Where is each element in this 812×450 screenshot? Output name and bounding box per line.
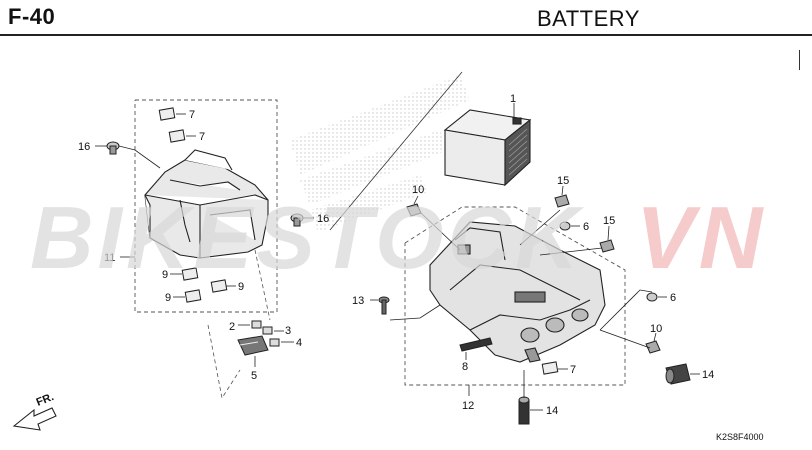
pad-9b	[184, 289, 202, 303]
grommet-16b	[290, 213, 304, 227]
tray-group-box	[404, 206, 626, 386]
callout-4: 4	[296, 337, 302, 349]
callout-7c: 7	[570, 364, 576, 376]
grommet-6a	[559, 221, 571, 231]
front-arrow	[12, 407, 57, 431]
callout-7b: 7	[199, 131, 205, 143]
callout-1: 1	[510, 93, 516, 105]
pad-7a	[158, 107, 176, 121]
callout-11: 11	[104, 252, 115, 264]
nut-10a	[406, 203, 422, 217]
pad-7b	[168, 129, 186, 143]
callout-12: 12	[462, 400, 474, 412]
callout-13: 13	[352, 295, 364, 307]
callout-15b: 15	[603, 215, 615, 227]
callout-16a: 16	[78, 141, 90, 153]
callout-10a: 10	[412, 184, 424, 196]
callout-5: 5	[251, 370, 257, 382]
terminal-parts	[237, 320, 280, 356]
rubber-strip	[459, 337, 493, 352]
band-14a	[665, 363, 691, 385]
tray-leaders	[519, 209, 653, 349]
callout-7a: 7	[189, 109, 195, 121]
pad-9c	[210, 279, 228, 293]
grommet-6b	[646, 292, 658, 302]
band-14b	[518, 396, 530, 425]
reference-code: K2S8F4000	[716, 432, 764, 442]
callout-6a: 6	[583, 221, 589, 233]
callout-14a: 14	[702, 369, 714, 381]
pad-7c	[541, 361, 559, 375]
callout-16b: 16	[317, 213, 329, 225]
callout-10b: 10	[650, 323, 662, 335]
screw-13	[378, 296, 390, 315]
clip-15a	[554, 194, 570, 208]
callout-14b: 14	[546, 405, 558, 417]
callout-2: 2	[229, 321, 235, 333]
callout-6b: 6	[670, 292, 676, 304]
callout-9b: 9	[165, 292, 171, 304]
terminal-dashed-leaders	[207, 249, 271, 400]
header-divider	[0, 34, 812, 36]
battery	[443, 109, 532, 187]
callout-9c: 9	[238, 281, 244, 293]
callout-8: 8	[462, 361, 468, 373]
battery-tray	[429, 221, 606, 363]
page-title: BATTERY	[537, 6, 640, 31]
honda-wing-watermark	[290, 75, 470, 232]
callout-3: 3	[285, 325, 291, 337]
page-code: F-40	[8, 4, 56, 29]
reference-line	[329, 71, 463, 231]
nut-10b	[645, 340, 661, 354]
front-label: FR.	[35, 391, 56, 409]
cover-group-box	[134, 99, 278, 313]
grommet-16a	[106, 141, 120, 155]
callout-9a: 9	[162, 269, 168, 281]
battery-cover	[144, 149, 269, 259]
callout-15a: 15	[557, 175, 569, 187]
clip-15b	[599, 239, 615, 253]
pad-9a	[181, 267, 199, 281]
callout-labels: 1 2 3 4 5 6 6 7 7 7 8 9 9 9 10 10 11 12 …	[78, 93, 714, 417]
corner-mark	[799, 50, 810, 70]
